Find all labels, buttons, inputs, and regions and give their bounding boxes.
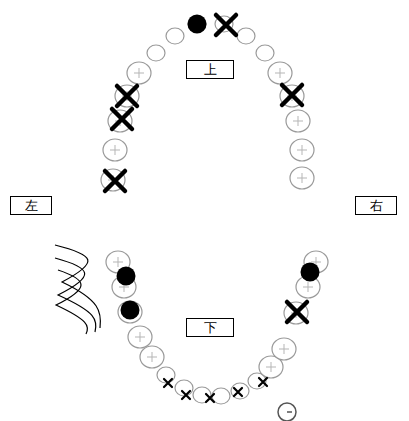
tooth <box>166 28 184 44</box>
filled-mark <box>188 15 207 34</box>
tooth <box>280 85 304 107</box>
tooth <box>147 45 165 61</box>
tooth-groove <box>134 68 144 78</box>
direction-label: 下 <box>204 321 217 335</box>
tooth-groove <box>113 257 123 267</box>
tooth <box>286 110 310 132</box>
small-circle <box>278 403 296 421</box>
missing-mark <box>112 109 132 129</box>
tooth <box>108 110 132 132</box>
tooth <box>118 301 142 323</box>
missing-mark <box>259 378 267 386</box>
direction-box: 下 <box>186 318 234 337</box>
tooth-groove <box>275 68 285 78</box>
tooth <box>272 338 296 360</box>
tooth <box>103 139 127 161</box>
missing-mark <box>117 86 137 106</box>
tooth <box>237 28 255 44</box>
tooth <box>290 167 314 189</box>
missing-mark <box>216 15 236 35</box>
missing-mark <box>206 394 214 402</box>
tooth <box>127 62 151 84</box>
tooth <box>268 62 292 84</box>
tooth-groove <box>110 145 120 155</box>
tooth-groove <box>266 362 276 372</box>
filled-mark <box>117 267 136 286</box>
tooth <box>256 45 274 61</box>
direction-box: 右 <box>355 196 397 215</box>
tooth <box>128 326 152 348</box>
tooth-groove <box>279 344 289 354</box>
direction-label: 上 <box>204 63 217 77</box>
tooth <box>115 85 139 107</box>
tooth-groove <box>297 173 307 183</box>
missing-mark <box>164 379 172 387</box>
tooth-groove <box>135 332 145 342</box>
missing-mark <box>105 171 125 191</box>
missing-mark <box>182 391 190 399</box>
tooth-groove <box>303 282 313 292</box>
tooth <box>140 346 164 368</box>
missing-mark <box>282 85 302 105</box>
tooth-groove <box>293 116 303 126</box>
tooth <box>284 302 308 324</box>
tooth <box>101 169 125 191</box>
wavy-line <box>55 258 96 332</box>
wavy-line <box>56 270 88 334</box>
wavy-line <box>55 245 101 328</box>
filled-mark <box>301 263 320 282</box>
small-circle-tick <box>287 411 292 413</box>
missing-mark <box>287 302 307 322</box>
tooth-groove <box>297 145 307 155</box>
missing-mark <box>234 388 242 396</box>
filled-mark <box>121 301 140 320</box>
direction-label: 右 <box>370 199 383 213</box>
direction-label: 左 <box>25 199 38 213</box>
direction-box: 上 <box>186 60 234 79</box>
tooth <box>231 383 249 399</box>
direction-box: 左 <box>10 196 52 215</box>
tooth <box>290 139 314 161</box>
tooth-groove <box>147 352 157 362</box>
